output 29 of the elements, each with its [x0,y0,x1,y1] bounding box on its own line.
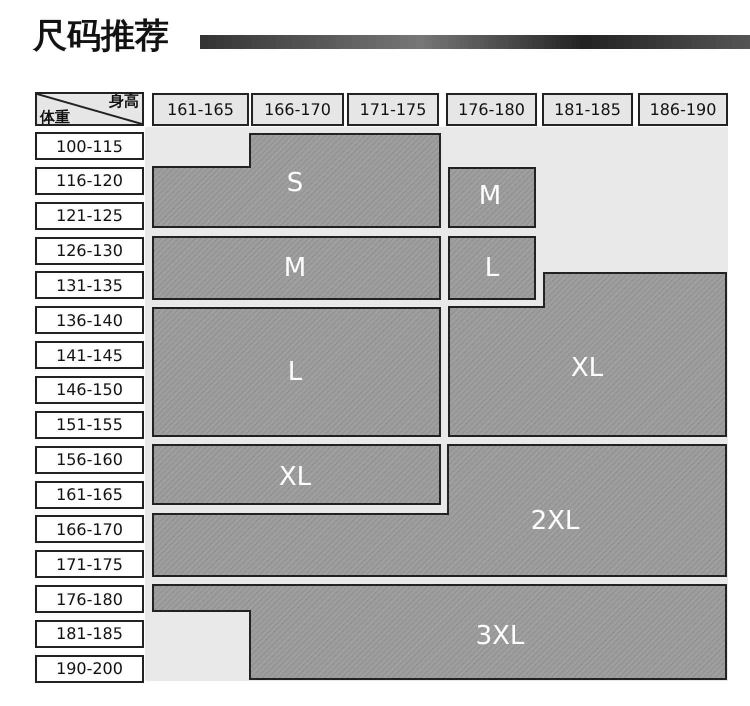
weight-cell: 190-200 [35,654,144,683]
size-region: L [152,307,441,437]
title: 尺码推荐 [33,15,169,58]
weight-cell: 116-120 [35,166,144,195]
size-region: XL [152,444,441,505]
size-region: M [152,236,441,300]
weight-cell: 151-155 [35,410,144,439]
weight-cell: 161-165 [35,480,144,508]
height-header-cell: 176-180 [446,93,537,126]
weight-cell: 126-130 [35,236,144,265]
weight-cell: 136-140 [35,306,144,334]
height-header-cell: 186-190 [638,93,728,126]
weight-cell: 131-135 [35,271,144,300]
weight-cell: 141-145 [35,341,144,370]
size-region: L [448,236,536,300]
weight-cell: 181-185 [35,620,144,648]
weight-cell: 100-115 [35,132,144,160]
header-cell: 身高 体重 [35,92,144,126]
weight-cell: 146-150 [35,376,144,404]
weight-cell: 121-125 [35,202,144,230]
weight-cell: 166-170 [35,515,144,544]
weight-cell: 156-160 [35,446,144,474]
height-header-cell: 161-165 [152,93,249,126]
height-header-cell: 166-170 [251,93,344,126]
size-region: M [448,167,536,228]
height-header-cell: 171-175 [347,93,439,126]
height-header-cell: 181-185 [542,93,633,126]
weight-cell: 171-175 [35,550,144,578]
weight-cell: 176-180 [35,585,144,614]
